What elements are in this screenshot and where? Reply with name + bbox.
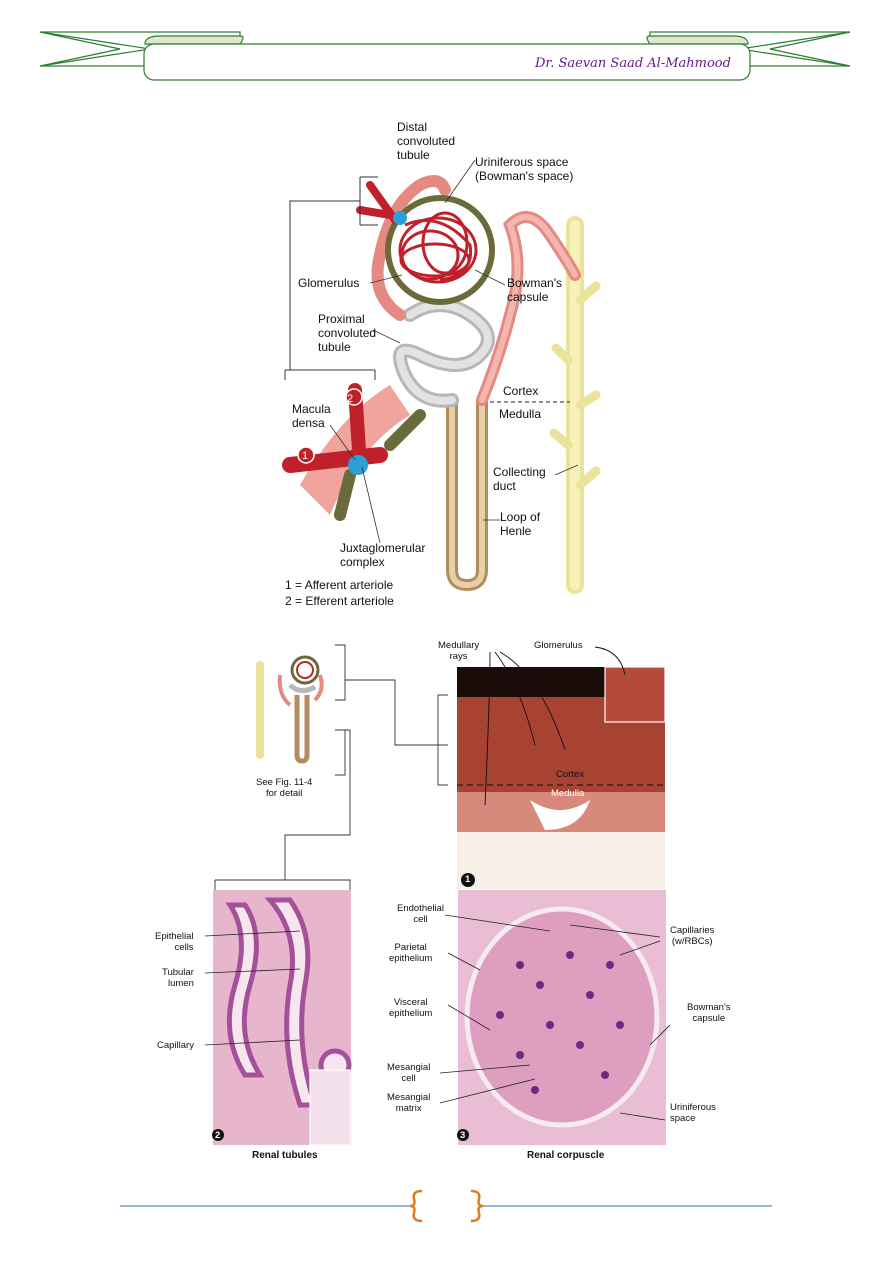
nephron-diagram <box>282 159 601 594</box>
header-banner <box>39 31 851 81</box>
label-medullary-rays: Medullary rays <box>438 640 480 662</box>
label-endothelial-cell: Endothelial cell <box>397 903 445 925</box>
label-medulla: Medulla <box>499 407 542 421</box>
label-num-2: 2 <box>347 393 354 405</box>
label-collecting-duct: Collecting duct <box>493 465 546 493</box>
label-proximal-tubule: Proximal convoluted tubule <box>318 312 377 354</box>
label-juxtaglomerular: Juxtaglomerular complex <box>340 541 426 569</box>
footer-divider <box>120 1189 772 1223</box>
legend-afferent: 1 = Afferent arteriole <box>285 578 394 592</box>
label-capillary: Capillary <box>157 1040 194 1051</box>
label-cortex: Cortex <box>503 384 539 398</box>
label-num-1: 1 <box>302 450 309 462</box>
legend-efferent: 2 = Efferent arteriole <box>285 594 394 608</box>
label-uriniferous-space: Uriniferous space (Bowman's space) <box>475 155 574 183</box>
label-epithelial-cells: Epithelial cells <box>155 931 194 953</box>
caption-renal-corpuscle: Renal corpuscle <box>527 1150 605 1161</box>
label-see-fig: See Fig. 11-4 for detail <box>256 777 313 799</box>
label-cortex-2: Cortex <box>556 769 584 780</box>
label-capillaries: Capillaries (w/RBCs) <box>670 925 715 947</box>
label-loop-of-henle: Loop of Henle <box>500 510 541 538</box>
label-mesangial-matrix: Mesangial matrix <box>387 1092 431 1114</box>
label-bowmans-capsule: Bowman's capsule <box>507 276 562 304</box>
label-panel-3: 3 <box>460 1130 466 1141</box>
label-panel-2: 2 <box>215 1130 221 1141</box>
histology-figure <box>204 644 670 1146</box>
label-parietal-epithelium: Parietal epithelium <box>389 942 433 964</box>
caption-renal-tubules: Renal tubules <box>252 1150 318 1161</box>
author-name: Dr. Saevan Saad Al-Mahmood <box>535 56 731 71</box>
label-bowmans-capsule-2: Bowman's capsule <box>687 1002 731 1024</box>
label-uriniferous-space-2: Uriniferous space <box>670 1102 716 1124</box>
label-distal-tubule: Distal convoluted tubule <box>397 120 456 162</box>
label-medulla-2: Medulla <box>551 788 585 799</box>
label-macula-densa: Macula densa <box>292 402 331 430</box>
label-panel-1: 1 <box>465 874 471 885</box>
label-visceral-epithelium: Visceral epithelium <box>389 997 433 1019</box>
label-tubular-lumen: Tubular lumen <box>162 967 194 989</box>
label-glomerulus-2: Glomerulus <box>534 640 583 651</box>
label-mesangial-cell: Mesangial cell <box>387 1062 431 1084</box>
label-glomerulus: Glomerulus <box>298 276 360 290</box>
